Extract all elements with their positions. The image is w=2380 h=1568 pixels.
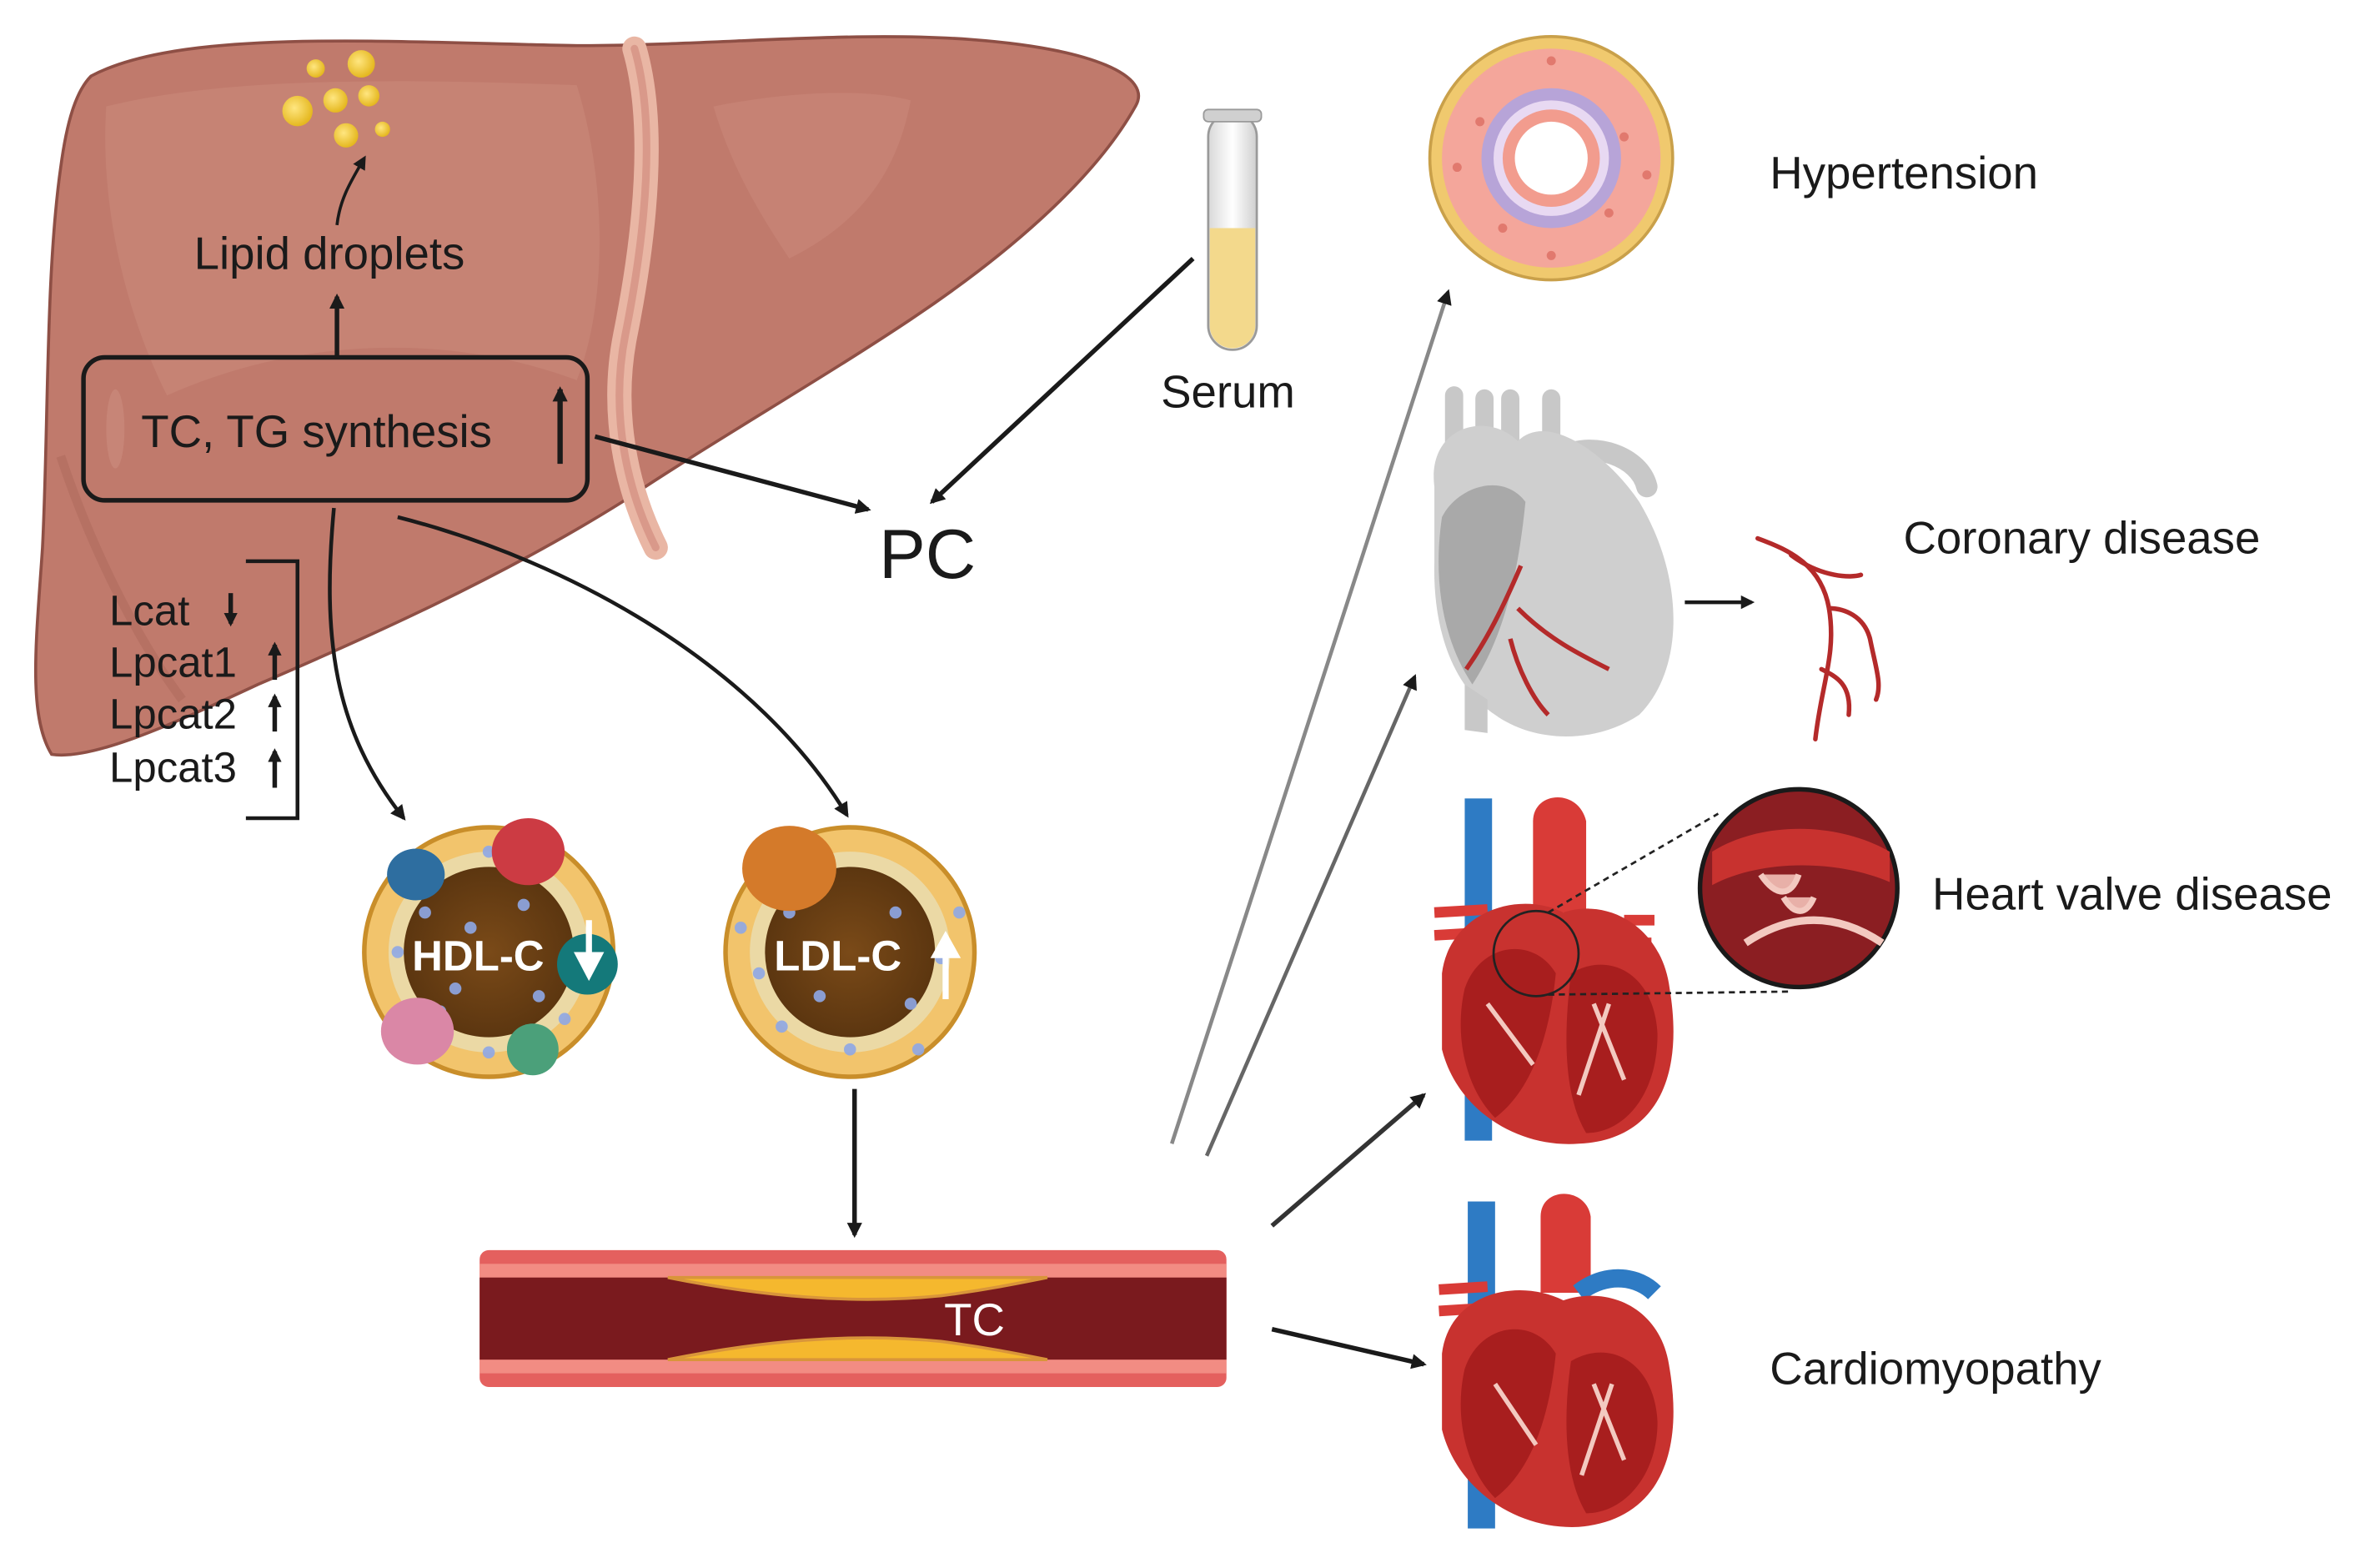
zoom-line-top <box>1547 812 1720 914</box>
gene-lpcat3: Lpcat3 <box>109 743 237 791</box>
plaque-top <box>667 1275 1048 1301</box>
coronary-artery-icon <box>1755 535 1881 741</box>
zoom-line-bottom <box>1548 990 1789 996</box>
vessel-tc-label: TC <box>944 1294 1005 1345</box>
arrow-liver-to-hdl <box>328 507 406 821</box>
hdl-down-arrow <box>574 952 605 982</box>
gene-bracket <box>245 559 300 821</box>
ldl-label: LDL-C <box>774 932 901 979</box>
plaque-bottom <box>667 1336 1048 1362</box>
arrow-to-coronary <box>1204 674 1417 1157</box>
arrow-liver-to-pc <box>594 434 871 514</box>
disease-hypertension: Hypertension <box>1770 148 2038 199</box>
gene-lpcat1: Lpcat1 <box>109 638 237 686</box>
ldl-particle: LDL-C <box>723 825 977 1079</box>
serum-label: Serum <box>1161 367 1295 418</box>
gene-lcat: Lcat <box>109 586 189 634</box>
gray-heart-icon <box>1434 386 1674 737</box>
lipid-droplets-cluster <box>282 50 390 148</box>
pc-label: PC <box>879 515 976 593</box>
gene-lpcat2: Lpcat2 <box>109 690 237 737</box>
cardiomyopathy-heart-icon <box>1439 1194 1674 1529</box>
arrow-to-droplets <box>335 155 366 226</box>
lipid-droplets-label: Lipid droplets <box>194 229 465 279</box>
hdl-particle: HDL-C <box>362 818 618 1079</box>
synthesis-label: TC, TG synthesis <box>141 406 492 457</box>
serum-tube-icon <box>1203 108 1263 351</box>
arrow-serum-to-pc <box>929 256 1195 505</box>
artery-cross-section-icon <box>1428 34 1675 282</box>
valve-heart-icon <box>1434 797 1674 1144</box>
valve-zoom-inset <box>1697 787 1900 990</box>
arrow-liver-to-ldl <box>397 515 849 818</box>
disease-valve: Heart valve disease <box>1932 868 2332 919</box>
synthesis-box <box>81 354 590 503</box>
arrow-to-valve <box>1270 1093 1427 1228</box>
arrow-to-hypertension <box>1169 289 1452 1144</box>
blood-vessel: TC <box>480 1249 1227 1388</box>
gene-list: Lcat Lpcat1 Lpcat2 Lpcat3 <box>109 559 300 821</box>
hdl-label: HDL-C <box>412 932 544 979</box>
arrow-to-cardiomyopathy <box>1271 1327 1427 1369</box>
disease-cardiomyopathy: Cardiomyopathy <box>1770 1343 2101 1394</box>
ldl-up-arrow <box>930 930 962 958</box>
disease-coronary: Coronary disease <box>1903 513 2260 564</box>
